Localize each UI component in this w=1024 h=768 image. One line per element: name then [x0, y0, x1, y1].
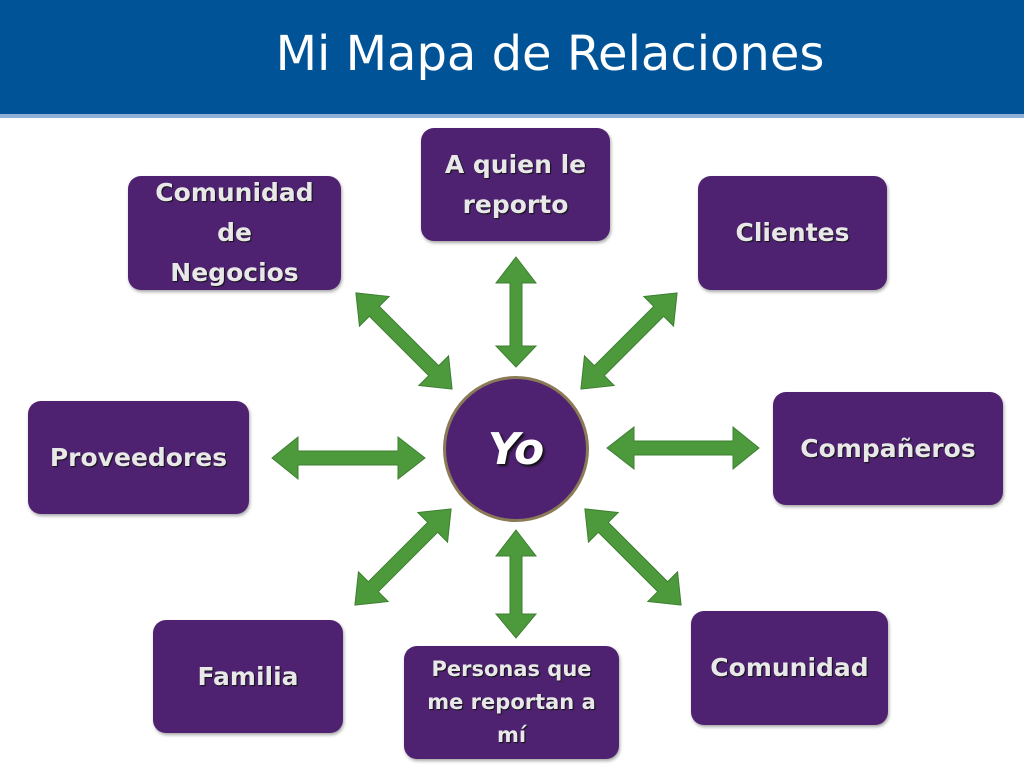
arrow-clientes — [580, 292, 678, 390]
node-proveedores: Proveedores — [28, 401, 249, 514]
arrow-familia — [354, 508, 452, 606]
node-a-quien-le-reporto: A quien le reporto — [421, 128, 610, 241]
arrow-proveedores — [271, 435, 426, 481]
center-node-yo: Yo — [443, 376, 589, 522]
node-personas-que-me-reportan: Personas que me reportan a mí — [404, 646, 619, 759]
node-companeros: Compañeros — [773, 392, 1003, 505]
page-title: Mi Mapa de Relaciones — [275, 26, 825, 82]
node-familia: Familia — [153, 620, 343, 733]
arrow-a-quien-le-reporto — [494, 256, 538, 368]
node-clientes: Clientes — [698, 176, 887, 290]
arrow-companeros — [606, 425, 760, 471]
header-band — [0, 0, 1024, 114]
arrow-personas-que-me-reportan — [494, 529, 538, 639]
arrow-comunidad-de-negocios — [355, 292, 453, 390]
node-comunidad-de-negocios: Comunidad de Negocios — [128, 176, 341, 290]
node-comunidad: Comunidad — [691, 611, 888, 725]
arrow-comunidad — [584, 508, 682, 606]
